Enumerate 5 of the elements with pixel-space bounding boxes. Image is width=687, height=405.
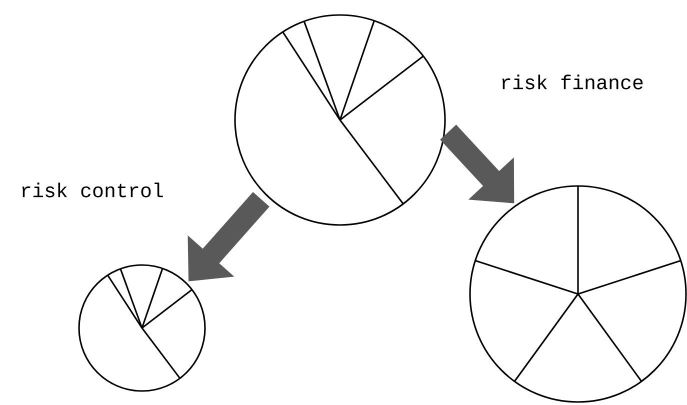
pie-drawing: [78, 264, 206, 392]
pie-drawing: [469, 185, 687, 403]
edge-label: risk finance: [502, 74, 643, 90]
pie-drawing: [234, 14, 446, 226]
edge-label: risk control: [22, 182, 163, 198]
